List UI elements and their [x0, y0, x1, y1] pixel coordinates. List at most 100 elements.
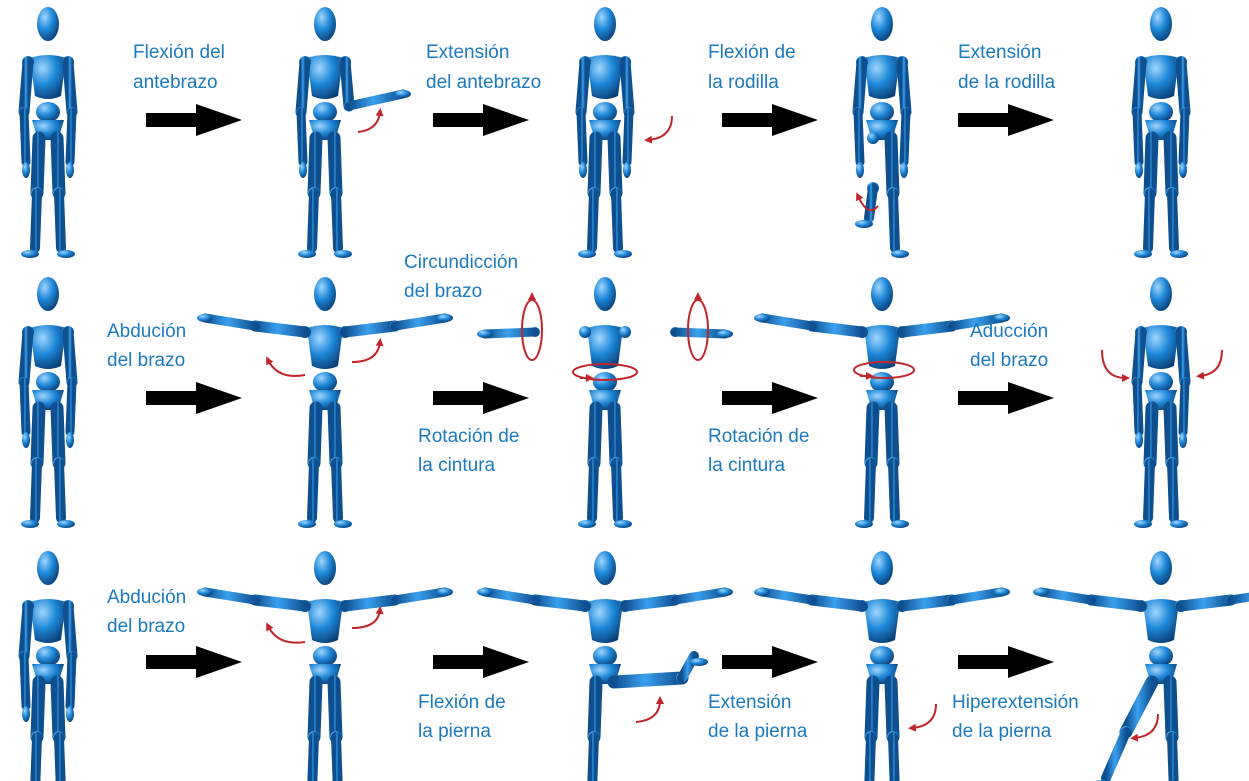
- hand: [66, 162, 74, 178]
- caption-arm-abduction: Abdución del brazo: [107, 321, 186, 371]
- upper-arm: [1131, 326, 1147, 388]
- knee-flexion-arrow: [856, 192, 879, 212]
- hand: [900, 162, 908, 178]
- caption-line: de la rodilla: [958, 72, 1056, 93]
- shin: [1143, 188, 1155, 253]
- upper-arm: [529, 594, 591, 612]
- head: [37, 551, 59, 585]
- hand: [1033, 588, 1049, 596]
- upper-arm: [896, 594, 958, 612]
- abdomen: [1149, 646, 1173, 666]
- thigh: [884, 675, 900, 744]
- abdomen: [36, 102, 60, 122]
- shin: [54, 458, 66, 523]
- thigh: [1143, 401, 1159, 470]
- abduction-arrow-left: [266, 356, 306, 377]
- thigh: [50, 675, 66, 744]
- head: [1150, 7, 1172, 41]
- hand: [856, 162, 864, 178]
- thigh: [587, 675, 603, 744]
- shin: [331, 458, 343, 523]
- chest: [864, 599, 900, 643]
- waist-rotation-ring-1: [572, 363, 638, 381]
- step-arrows-layer: [146, 104, 1054, 678]
- caption-line: Rotación de: [418, 426, 519, 447]
- mannequin-figure: [18, 277, 78, 528]
- thigh: [307, 401, 323, 470]
- foot: [1134, 250, 1152, 258]
- caption-line: Flexión del: [133, 42, 225, 63]
- mannequin-figure: [852, 7, 912, 258]
- step-arrow: [433, 646, 529, 678]
- upper-arm: [619, 56, 635, 118]
- hand: [437, 588, 453, 596]
- foot: [891, 520, 909, 528]
- foot: [855, 220, 873, 228]
- mannequin-figure: [1131, 277, 1191, 528]
- shin: [1101, 727, 1131, 781]
- foot: [298, 250, 316, 258]
- step-arrow: [958, 104, 1054, 136]
- forearm: [947, 313, 1007, 331]
- shin: [1167, 188, 1179, 253]
- upper-arm: [1175, 594, 1237, 612]
- head: [37, 277, 59, 311]
- step-arrow: [433, 104, 529, 136]
- figures-layer: [18, 7, 1249, 781]
- head: [314, 551, 336, 585]
- thigh: [327, 131, 343, 200]
- mannequin-figure: [197, 277, 453, 528]
- upper-arm: [896, 56, 912, 118]
- caption-line: Abdución: [107, 321, 186, 342]
- shin: [587, 188, 599, 253]
- caption-line: Aducción: [970, 321, 1048, 342]
- chest: [1143, 599, 1179, 643]
- mannequin-figure: [477, 551, 733, 781]
- forearm: [1178, 377, 1190, 437]
- foot: [578, 250, 596, 258]
- caption-line: Extensión: [958, 42, 1041, 63]
- caption-line: la cintura: [708, 455, 786, 476]
- abdomen: [870, 102, 894, 122]
- caption-line: de la pierna: [952, 721, 1052, 742]
- hand: [1179, 432, 1187, 448]
- shin: [864, 183, 878, 223]
- upper-arm: [339, 594, 401, 612]
- waist-rotation-ring-2: [853, 361, 915, 379]
- upper-arm: [62, 326, 78, 388]
- hand: [579, 162, 587, 178]
- upper-arm: [1131, 56, 1147, 118]
- thigh: [1163, 675, 1179, 744]
- forearm: [200, 313, 260, 331]
- mannequin-figure: [18, 551, 78, 781]
- forearm: [344, 89, 408, 111]
- head: [37, 7, 59, 41]
- mannequin-figure: [1131, 7, 1191, 258]
- chest: [307, 599, 343, 643]
- step-arrow: [958, 382, 1054, 414]
- mannequin-figure: [197, 551, 453, 781]
- head: [314, 7, 336, 41]
- caption-line: la cintura: [418, 455, 496, 476]
- shin: [611, 458, 623, 523]
- thigh: [1163, 131, 1179, 200]
- thigh: [1143, 131, 1159, 200]
- abdomen: [36, 372, 60, 392]
- leg-hyperextension-arrow: [1130, 713, 1159, 742]
- thigh: [50, 131, 66, 200]
- upper-arm: [619, 594, 681, 612]
- forearm: [757, 587, 817, 605]
- thigh: [50, 401, 66, 470]
- upper-arm: [18, 600, 34, 662]
- hand: [717, 330, 733, 338]
- forearm: [65, 651, 77, 711]
- step-arrow: [722, 646, 818, 678]
- chest: [864, 55, 900, 99]
- forearm: [1178, 107, 1190, 167]
- forearm: [1036, 587, 1096, 605]
- foot: [21, 250, 39, 258]
- hand: [477, 588, 493, 596]
- hand: [197, 314, 213, 322]
- thigh: [307, 131, 323, 200]
- abdomen: [313, 102, 337, 122]
